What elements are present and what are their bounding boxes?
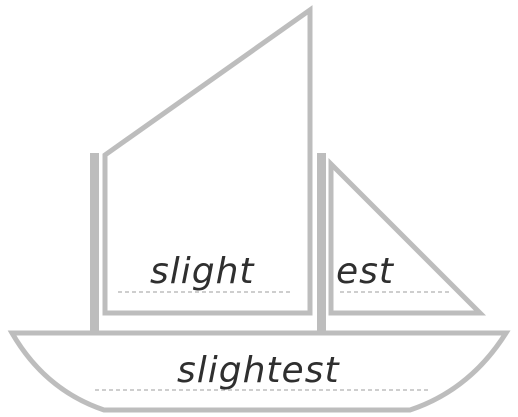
left-mast [90,153,99,333]
jib-sail-word: est [336,251,395,292]
main-sail-word: slight [150,251,255,292]
right-mast [317,153,326,333]
hull-word: slightest [177,350,340,391]
